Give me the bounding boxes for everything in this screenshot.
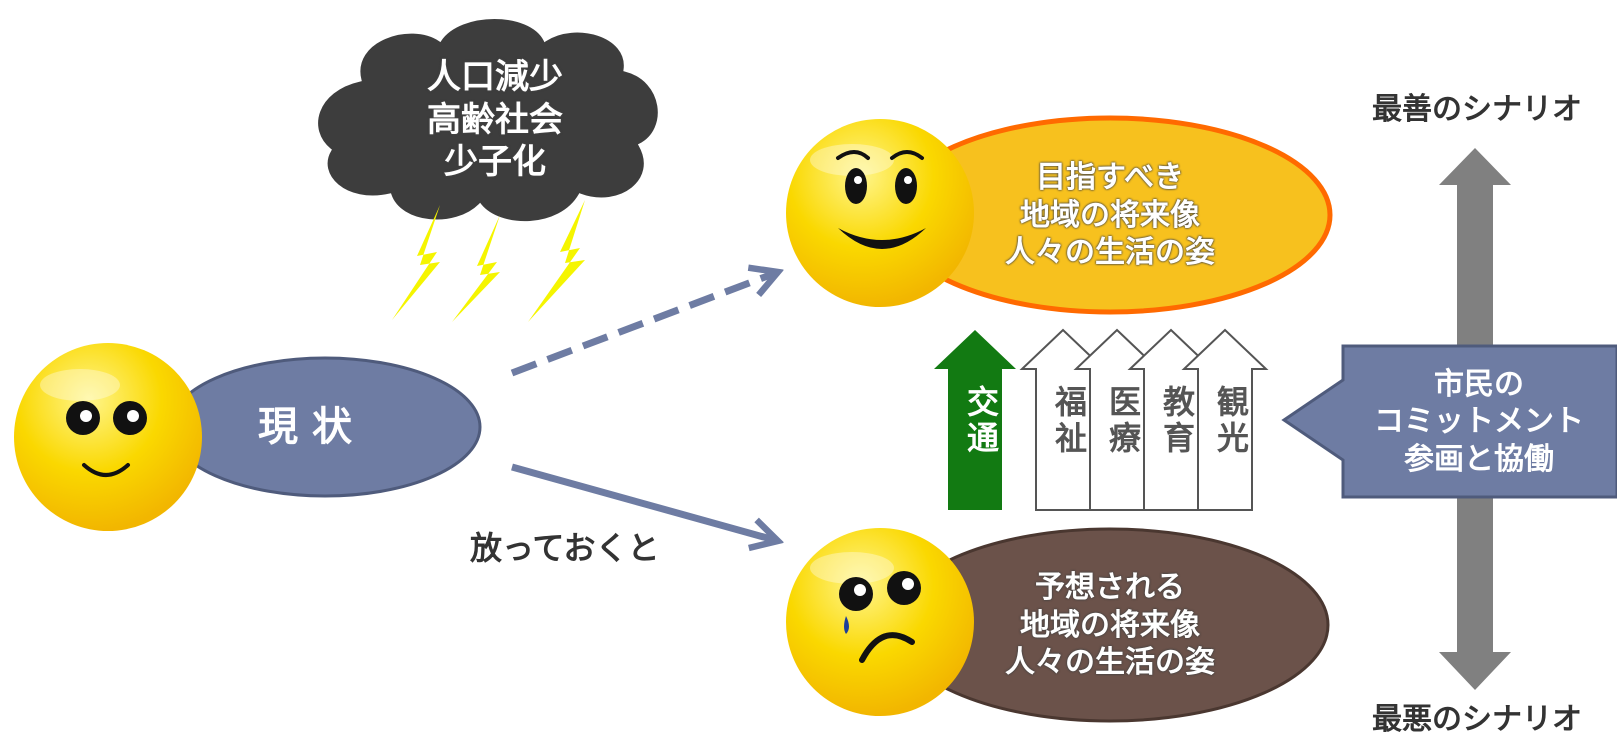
cloud-line: 高齢社会 bbox=[427, 99, 563, 140]
pillar-traffic-arrow bbox=[934, 330, 1016, 510]
best-future-line: 目指すべき bbox=[1036, 160, 1184, 196]
worst-future-line: 予想される bbox=[1035, 570, 1185, 606]
lightning-bolt-icon bbox=[452, 215, 500, 322]
best-future-line: 地域の将来像 bbox=[1020, 197, 1200, 233]
worst-future-line: 地域の将来像 bbox=[1020, 607, 1200, 643]
lightning-bolts bbox=[392, 200, 585, 322]
pillar-medical-label: 医療 bbox=[1104, 385, 1142, 457]
citizen-line: 参画と協働 bbox=[1404, 441, 1554, 477]
happy-smiley-icon bbox=[786, 119, 974, 307]
citizen-commitment-text: 市民の コミットメント 参画と協働 bbox=[1345, 352, 1613, 492]
citizen-line: コミットメント bbox=[1374, 404, 1584, 440]
storm-cloud bbox=[315, 16, 661, 225]
leave-it-label: 放っておくと bbox=[470, 529, 660, 567]
pillar-arrows bbox=[934, 328, 1269, 511]
sad-smiley-icon bbox=[786, 528, 974, 716]
worst-future-text: 予想される 地域の将来像 人々の生活の姿 bbox=[960, 558, 1260, 693]
best-future-line: 人々の生活の姿 bbox=[1005, 235, 1215, 271]
pillar-tourism-arrow bbox=[1181, 328, 1269, 511]
dashed-arrow-to-best bbox=[510, 272, 778, 377]
current-state-label: 現 状 bbox=[258, 404, 352, 450]
pillar-tourism-label: 観光 bbox=[1212, 385, 1250, 457]
solid-arrow-to-worst bbox=[511, 463, 778, 541]
lightning-bolt-icon bbox=[528, 200, 585, 322]
citizen-line: 市民の bbox=[1434, 366, 1524, 402]
pillar-education-label: 教育 bbox=[1158, 385, 1196, 457]
pillar-welfare-label: 福祉 bbox=[1050, 385, 1088, 457]
cloud-line: 人口減少 bbox=[427, 57, 563, 98]
lightning-bolt-icon bbox=[392, 205, 440, 320]
worst-scenario-label: 最悪のシナリオ bbox=[1372, 702, 1582, 738]
best-scenario-label: 最善のシナリオ bbox=[1372, 92, 1582, 128]
worst-future-line: 人々の生活の姿 bbox=[1005, 645, 1215, 681]
citizen-commitment-callout bbox=[1281, 344, 1617, 499]
best-future-text: 目指すべき 地域の将来像 人々の生活の姿 bbox=[960, 148, 1260, 283]
neutral-smiley-icon bbox=[14, 343, 202, 531]
cloud-text: 人口減少 高齢社会 少子化 bbox=[370, 40, 620, 200]
pillar-traffic-label: 交通 bbox=[962, 385, 1000, 457]
cloud-line: 少子化 bbox=[444, 142, 546, 183]
